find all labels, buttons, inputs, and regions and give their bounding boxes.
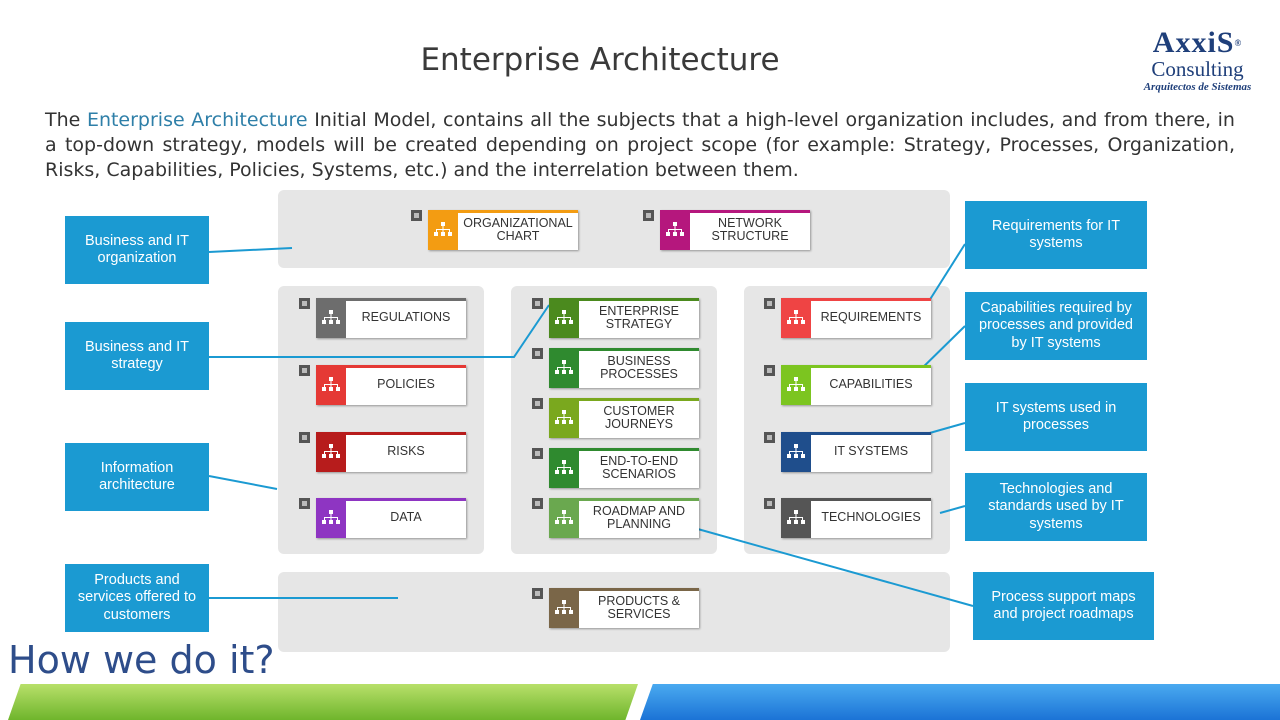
diagram-marker-icon xyxy=(299,432,310,443)
org-chart-icon xyxy=(316,498,346,538)
card-policies[interactable]: POLICIES xyxy=(299,365,466,405)
card-technologies[interactable]: TECHNOLOGIES xyxy=(764,498,931,538)
intro-paragraph: The Enterprise Architecture Initial Mode… xyxy=(45,109,1235,181)
intro-highlight: Enterprise Architecture xyxy=(86,109,308,131)
footer-bar-blue xyxy=(640,684,1280,720)
card-end-to-end-scenarios[interactable]: END-TO-END SCENARIOS xyxy=(532,448,699,488)
diagram-marker-icon xyxy=(532,588,543,599)
org-chart-icon xyxy=(549,398,579,438)
org-chart-icon xyxy=(781,498,811,538)
card-label: REQUIREMENTS xyxy=(820,310,922,325)
org-chart-icon xyxy=(549,588,579,628)
logo-wordmark: AxxiS® xyxy=(1152,26,1243,59)
card-data[interactable]: DATA xyxy=(299,498,466,538)
card-label: END-TO-END SCENARIOS xyxy=(599,453,679,481)
card-capabilities[interactable]: CAPABILITIES xyxy=(764,365,931,405)
diagram-marker-icon xyxy=(764,365,775,376)
diagram-marker-icon xyxy=(532,448,543,459)
card-label: DATA xyxy=(390,510,422,525)
diagram-marker-icon xyxy=(299,365,310,376)
card-label: TECHNOLOGIES xyxy=(821,510,921,525)
callout-business-it-organization: Business and IT organization xyxy=(65,216,209,284)
card-label: CAPABILITIES xyxy=(829,377,913,392)
diagram-marker-icon xyxy=(532,398,543,409)
callout-products-services: Products and services offered to custome… xyxy=(65,564,209,632)
card-label: IT SYSTEMS xyxy=(833,444,909,459)
company-logo: AxxiS® Consulting Arquitectos de Sistema… xyxy=(1130,28,1265,94)
card-customer-journeys[interactable]: CUSTOMER JOURNEYS xyxy=(532,398,699,438)
org-chart-icon xyxy=(428,210,458,250)
org-chart-icon xyxy=(549,298,579,338)
diagram-marker-icon xyxy=(764,432,775,443)
card-regulations[interactable]: REGULATIONS xyxy=(299,298,466,338)
card-organizational-chart[interactable]: ORGANIZATIONAL CHART xyxy=(411,210,578,250)
card-enterprise-strategy[interactable]: ENTERPRISE STRATEGY xyxy=(532,298,699,338)
card-label: ROADMAP AND PLANNING xyxy=(592,503,686,531)
logo-tagline: Arquitectos de Sistemas xyxy=(1143,81,1252,93)
org-chart-icon xyxy=(316,432,346,472)
org-chart-icon xyxy=(660,210,690,250)
card-label: ENTERPRISE STRATEGY xyxy=(599,303,679,331)
card-requirements[interactable]: REQUIREMENTS xyxy=(764,298,931,338)
callout-it-systems: IT systems used in processes xyxy=(965,383,1147,451)
org-chart-icon xyxy=(549,498,579,538)
footer-bar-green xyxy=(8,684,638,720)
card-it-systems[interactable]: IT SYSTEMS xyxy=(764,432,931,472)
card-roadmap-and-planning[interactable]: ROADMAP AND PLANNING xyxy=(532,498,699,538)
callout-information-architecture: Information architecture xyxy=(65,443,209,511)
org-chart-icon xyxy=(316,298,346,338)
card-risks[interactable]: RISKS xyxy=(299,432,466,472)
card-label: RISKS xyxy=(387,444,425,459)
page-title: Enterprise Architecture xyxy=(420,42,780,78)
callout-roadmaps: Process support maps and project roadmap… xyxy=(973,572,1154,640)
card-label: ORGANIZATIONAL CHART xyxy=(463,215,573,243)
section-heading: How we do it? xyxy=(8,638,275,682)
panel-organization xyxy=(278,190,950,268)
callout-business-it-strategy: Business and IT strategy xyxy=(65,322,209,390)
card-network-structure[interactable]: NETWORK STRUCTURE xyxy=(643,210,810,250)
card-business-processes[interactable]: BUSINESS PROCESSES xyxy=(532,348,699,388)
card-label: REGULATIONS xyxy=(361,310,451,325)
diagram-marker-icon xyxy=(764,498,775,509)
callout-requirements: Requirements for IT systems xyxy=(965,201,1147,269)
org-chart-icon xyxy=(781,432,811,472)
callout-technologies: Technologies and standards used by IT sy… xyxy=(965,473,1147,541)
card-label: PRODUCTS & SERVICES xyxy=(598,593,680,621)
diagram-marker-icon xyxy=(532,498,543,509)
diagram-marker-icon xyxy=(532,298,543,309)
card-products-and-services[interactable]: PRODUCTS & SERVICES xyxy=(532,588,699,628)
diagram-marker-icon xyxy=(411,210,422,221)
diagram-marker-icon xyxy=(532,348,543,359)
org-chart-icon xyxy=(781,365,811,405)
org-chart-icon xyxy=(549,348,579,388)
card-label: BUSINESS PROCESSES xyxy=(600,353,678,381)
card-label: CUSTOMER JOURNEYS xyxy=(603,403,675,431)
diagram-marker-icon xyxy=(643,210,654,221)
card-label: NETWORK STRUCTURE xyxy=(711,215,789,243)
org-chart-icon xyxy=(316,365,346,405)
diagram-marker-icon xyxy=(299,298,310,309)
diagram-marker-icon xyxy=(764,298,775,309)
callout-capabilities: Capabilities required by processes and p… xyxy=(965,292,1147,360)
diagram-marker-icon xyxy=(299,498,310,509)
logo-subtitle: Consulting xyxy=(1151,57,1244,81)
org-chart-icon xyxy=(549,448,579,488)
card-label: POLICIES xyxy=(377,377,435,392)
org-chart-icon xyxy=(781,298,811,338)
